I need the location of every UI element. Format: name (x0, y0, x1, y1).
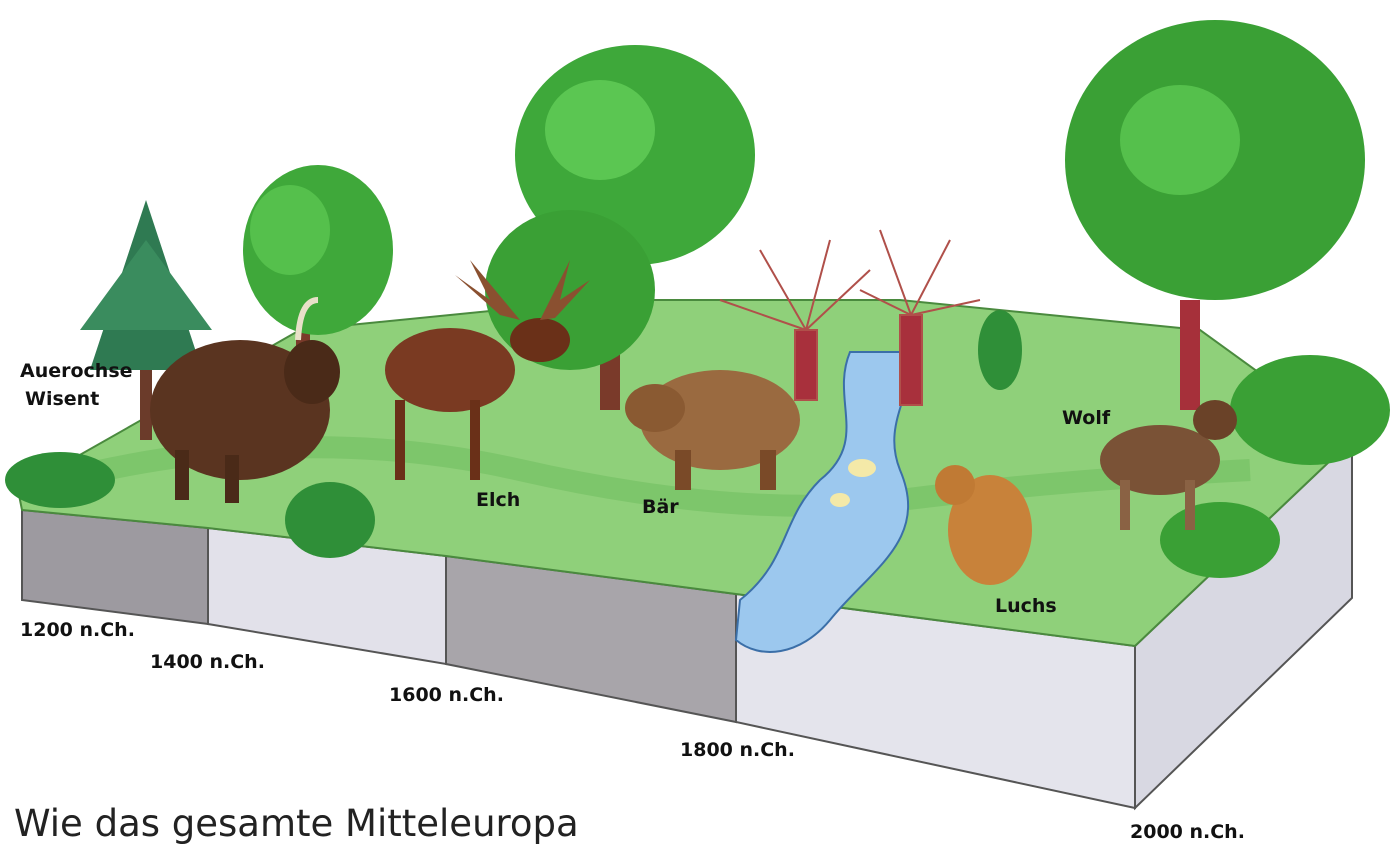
river-stone (830, 493, 850, 507)
bush-right (1230, 355, 1390, 465)
label-elch: Elch (476, 490, 520, 512)
label-wisent: Wisent (25, 389, 99, 411)
year-label: 1600 n.Ch. (389, 685, 504, 707)
river-stone (848, 459, 876, 477)
label-auerochse: Auerochse (20, 361, 133, 383)
caption-text: Wie das gesamte Mitteleuropa (14, 802, 579, 845)
year-label: 2000 n.Ch. (1130, 822, 1245, 844)
segment-1200 (22, 510, 208, 624)
label-luchs: Luchs (995, 596, 1057, 618)
year-label: 1200 n.Ch. (20, 620, 135, 642)
bush-front-right (1160, 502, 1280, 578)
label-wolf: Wolf (1062, 408, 1110, 430)
year-label: 1400 n.Ch. (150, 652, 265, 674)
year-label: 1800 n.Ch. (680, 740, 795, 762)
label-baer: Bär (642, 497, 679, 519)
